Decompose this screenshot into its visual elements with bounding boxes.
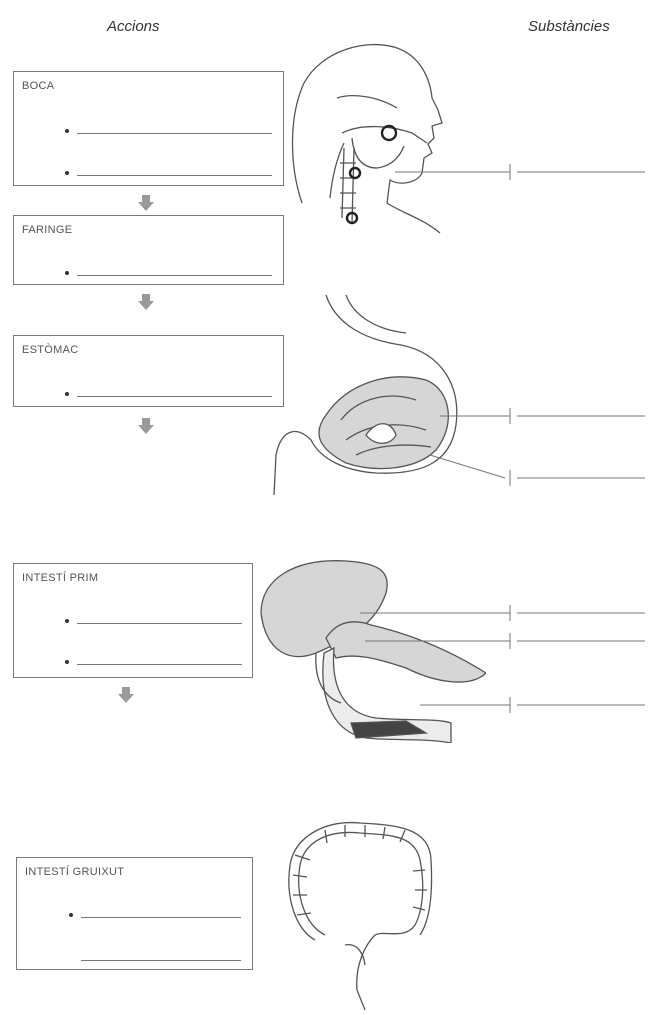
substance-connectors — [0, 0, 648, 1014]
